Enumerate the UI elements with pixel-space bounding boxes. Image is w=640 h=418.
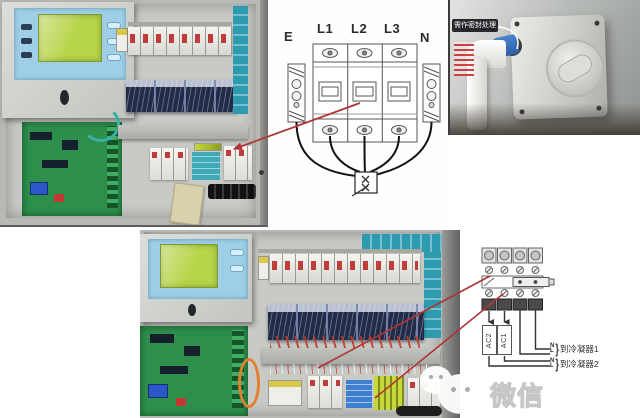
latch-slot — [60, 90, 69, 105]
panel-screw — [259, 170, 264, 175]
latch-slot — [188, 304, 196, 316]
terminal-label-l3: L3 — [384, 21, 401, 36]
controller-button[interactable] — [107, 54, 121, 61]
controller-unit — [140, 234, 252, 322]
terminal-diagram-drawing — [481, 247, 555, 367]
main-breaker — [224, 146, 252, 180]
controller-button[interactable] — [107, 22, 121, 29]
terminal-label-l2: L2 — [351, 21, 368, 36]
terminal-label-l1: L1 — [317, 21, 334, 36]
breaker-wiring-diagram: E L1 L2 L3 N — [268, 0, 448, 227]
cabinet-photo-bottom — [140, 230, 460, 418]
aux-terminal — [258, 256, 269, 280]
controller-button[interactable] — [230, 265, 244, 272]
controller-button[interactable] — [21, 24, 32, 30]
ground-terminal-strip — [374, 376, 404, 410]
hanging-wires — [270, 364, 430, 374]
wechat-bubble-small — [420, 366, 452, 394]
ribbon-cable — [82, 106, 120, 142]
controller-button[interactable] — [21, 52, 32, 58]
wiring-duct-cover — [118, 125, 248, 139]
din-rail — [258, 249, 422, 253]
lcd-protective-film — [161, 245, 217, 287]
din-rail — [128, 22, 232, 26]
contactor-box-ac1: AC1 — [497, 325, 512, 355]
cabinet-side-edge — [260, 0, 268, 225]
pcb-chip — [184, 346, 200, 356]
controller-faceplate — [148, 239, 248, 299]
terminal-label-e: E — [284, 29, 294, 44]
controller-circuit-board — [22, 106, 122, 216]
controller-faceplate — [14, 8, 126, 80]
pcb-chip — [30, 132, 52, 140]
terminal-label-n: N — [420, 30, 430, 45]
pcb-chip — [42, 160, 68, 168]
wechat-icon — [420, 366, 488, 418]
breaker-toggles-red — [272, 261, 418, 270]
cable-duct-vertical — [233, 6, 248, 114]
cable-duct-horizontal — [362, 234, 442, 252]
pcb-relay — [30, 182, 48, 195]
breaker-row — [128, 27, 232, 55]
knob-handle[interactable] — [554, 50, 596, 87]
wire-junction-box — [351, 171, 378, 197]
power-cable — [396, 406, 442, 416]
bench-shadow — [450, 103, 640, 135]
pcb-component — [176, 398, 186, 406]
lcd-protective-film — [39, 15, 101, 61]
breaker-group — [308, 376, 342, 408]
cable-duct-vertical — [424, 252, 441, 338]
controller-circuit-board — [140, 326, 248, 416]
cabinet-photo-top — [0, 0, 268, 227]
red-text-sticker — [454, 42, 474, 76]
terminal-strip — [270, 286, 422, 295]
pcb-relay — [148, 384, 168, 398]
hanging-tag — [169, 182, 205, 225]
sealing-note-label: 需作密封处理 — [452, 19, 498, 32]
contactor-row — [126, 80, 238, 112]
pcb-terminal-connectors — [107, 126, 118, 208]
lcd-screen — [38, 14, 102, 62]
ground-terminal — [194, 143, 222, 151]
breaker-row — [270, 254, 420, 283]
orange-wire-loop — [238, 358, 260, 408]
contactor-box-ac2: AC2 — [482, 325, 497, 355]
terminal-block-blue — [346, 380, 372, 408]
wiring-duct-cover — [262, 348, 440, 364]
controller-button[interactable] — [21, 38, 32, 44]
pcb-chip — [160, 366, 188, 374]
lcd-screen — [160, 244, 218, 288]
terminal-strip — [128, 62, 234, 71]
terminal-block-cyan — [192, 152, 220, 180]
fuse-terminal-group — [268, 380, 302, 406]
vent-slot — [208, 184, 256, 199]
breaker-group — [150, 148, 188, 180]
breaker-diagram-drawing — [287, 43, 441, 197]
aux-terminal — [116, 28, 128, 52]
controller-button[interactable] — [230, 249, 244, 256]
controller-unit — [2, 2, 134, 118]
pcb-chip — [150, 334, 174, 343]
pcb-component — [54, 194, 64, 202]
watermark-text: 微信号:nhvaca — [490, 381, 622, 418]
rotary-switch-knob[interactable] — [545, 38, 606, 99]
breaker-toggles-red — [130, 34, 230, 43]
contactor-row — [268, 304, 424, 340]
switch-box-photo: 需作密封处理 — [448, 0, 640, 135]
pcb-chip — [62, 140, 78, 150]
